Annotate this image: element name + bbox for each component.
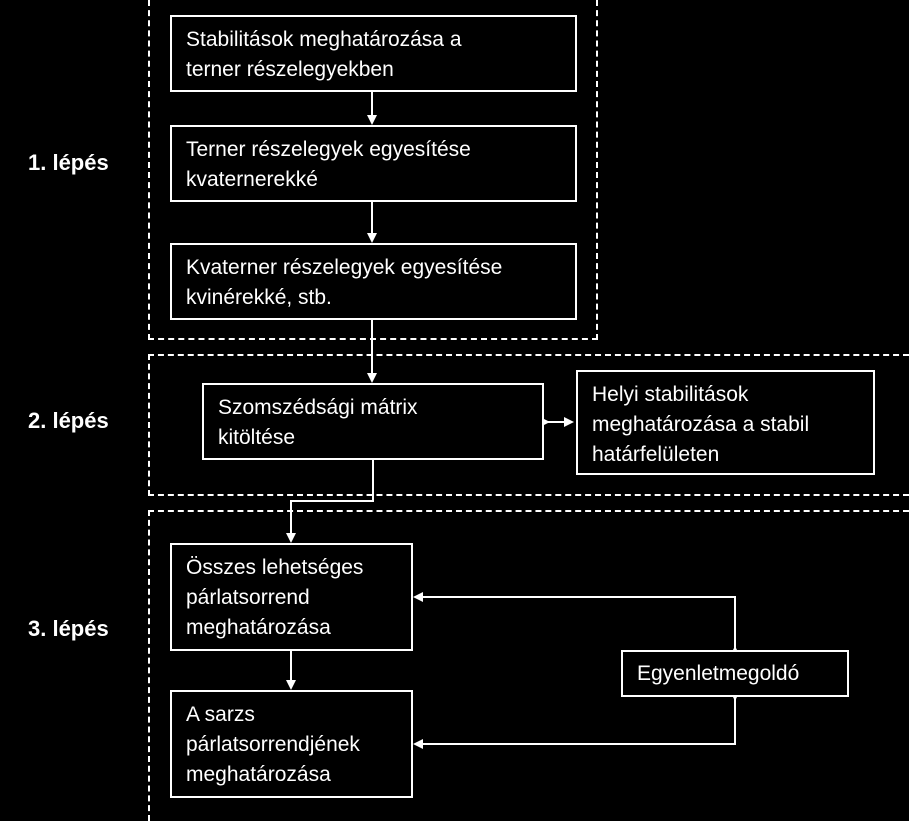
step3-group bbox=[148, 510, 909, 821]
step-2-label: 2. lépés bbox=[28, 408, 109, 433]
box-local-stability: Helyi stabilitások meghatározása a stabi… bbox=[576, 370, 875, 475]
box-all-sequences: Összes lehetséges párlatsorrend meghatár… bbox=[170, 543, 413, 651]
box-equation-solver: Egyenletmegoldó bbox=[621, 650, 849, 697]
box-adjacency-matrix: Szomszédsági mátrix kitöltése bbox=[202, 383, 544, 460]
box-batch-sequence: A sarzs párlatsorrendjének meghatározása bbox=[170, 690, 413, 798]
arrow-solver-all bbox=[413, 592, 740, 656]
box-merge-ternary: Terner részelegyek egyesítése kvaternere… bbox=[170, 125, 577, 202]
step-3-label: 3. lépés bbox=[28, 616, 109, 641]
box-ternary-stability: Stabilitások meghatározása a terner rész… bbox=[170, 15, 577, 92]
step2-group bbox=[148, 354, 909, 496]
box-merge-quaternary: Kvaterner részelegyek egyesítése kvinére… bbox=[170, 243, 577, 320]
arrow-matrix-to-all bbox=[286, 460, 374, 543]
arrow-solver-batch bbox=[413, 691, 740, 749]
step-1-label: 1. lépés bbox=[28, 150, 109, 175]
